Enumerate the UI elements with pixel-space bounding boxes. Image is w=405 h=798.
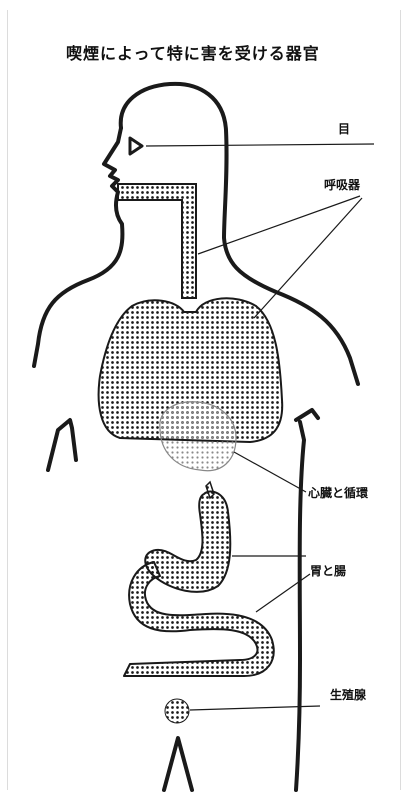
leader-line-intestine bbox=[256, 574, 310, 612]
label-stomach-intestine: 胃と腸 bbox=[310, 562, 346, 579]
leader-line-heart bbox=[234, 452, 306, 492]
face-profile bbox=[34, 128, 122, 366]
heart bbox=[160, 402, 236, 471]
airway bbox=[118, 184, 196, 298]
label-respiratory: 呼吸器 bbox=[324, 176, 360, 193]
left-arm-inner bbox=[48, 420, 76, 470]
eye-icon bbox=[130, 138, 142, 154]
label-eye: 目 bbox=[338, 120, 350, 137]
right-torso-line bbox=[296, 422, 304, 790]
diagram-title: 喫煙によって特に害を受ける器官 bbox=[66, 40, 320, 64]
leader-line-lungs bbox=[254, 198, 362, 318]
reproductive-gland bbox=[165, 699, 189, 723]
label-heart-circulation: 心臓と循環 bbox=[308, 484, 368, 501]
label-reproductive: 生殖腺 bbox=[330, 686, 366, 703]
right-arm-inner bbox=[296, 410, 318, 420]
legs bbox=[164, 738, 192, 790]
leader-line-eye bbox=[146, 144, 374, 146]
